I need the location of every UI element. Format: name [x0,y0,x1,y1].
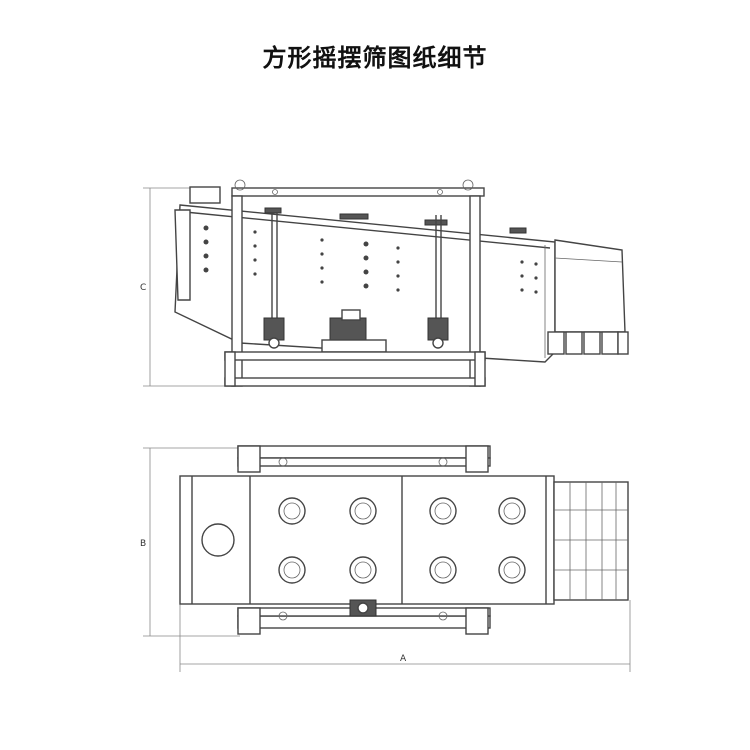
height-dimension-label: C [140,283,146,293]
width-dimension: B [140,447,240,637]
length-dimension: A [179,600,631,672]
length-dimension-label: A [400,654,407,664]
width-dimension-label: B [140,539,146,549]
discharge-chutes [547,331,629,355]
drive-motor [321,309,387,353]
outlet-section [553,481,629,601]
side-panel-holes [203,225,538,294]
deck-ports [278,497,526,584]
page-title: 方形摇摆筛图纸细节 [262,44,488,72]
inlet-port [201,523,235,557]
plan-view: B A [140,445,631,672]
height-dimension: C [140,187,230,387]
side-elevation-view: C [140,179,629,387]
